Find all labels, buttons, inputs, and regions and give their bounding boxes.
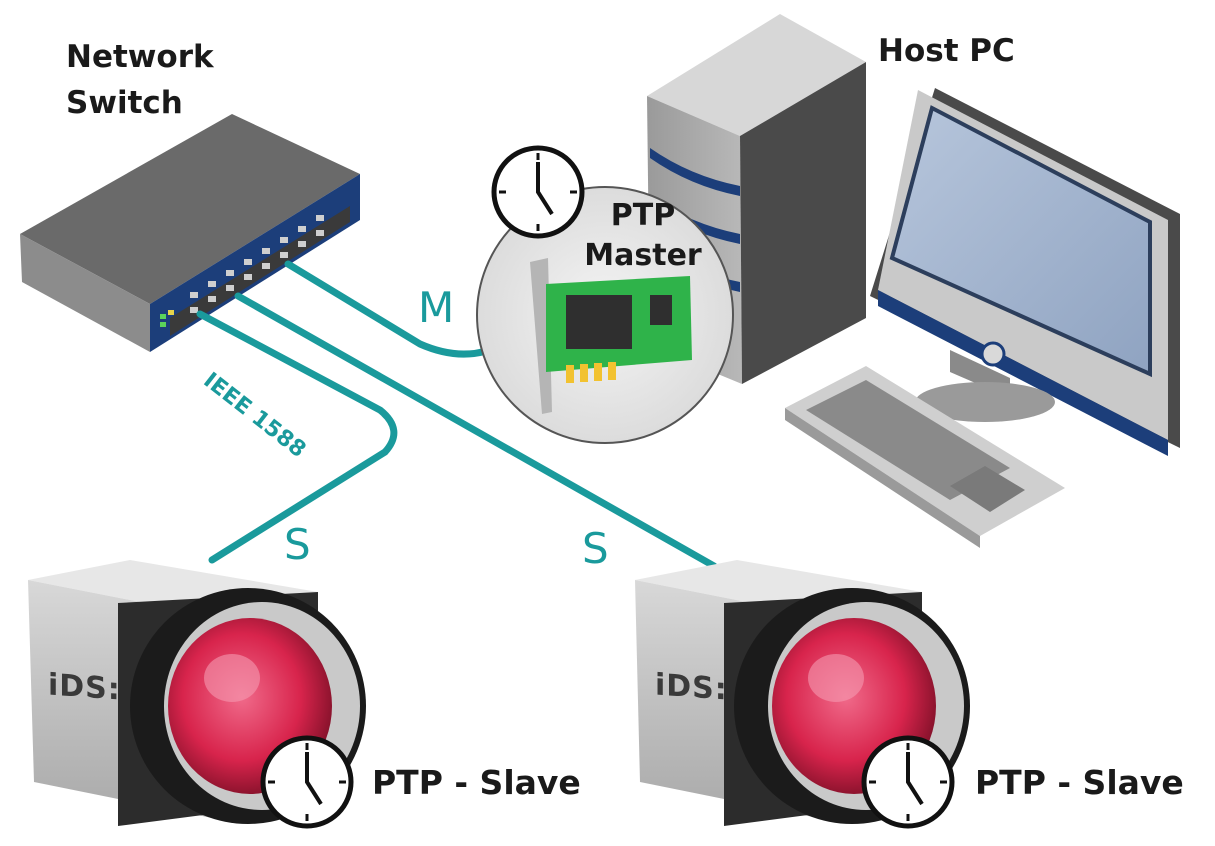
- master-link-label: M: [418, 283, 455, 332]
- network-switch-label-line2: Switch: [66, 85, 183, 121]
- clock-icon: [491, 145, 585, 239]
- clock-icon: [861, 735, 955, 829]
- network-switch-label-line1: Network: [66, 39, 214, 75]
- slave-link-label-right: S: [582, 524, 609, 573]
- ptp-slave-label-left: PTP - Slave: [372, 763, 581, 802]
- monitor-icon: [870, 88, 1180, 456]
- cable-slave-right: [234, 292, 718, 570]
- ptp-master-label: PTP Master: [563, 196, 723, 276]
- network-switch-label: Network Switch: [66, 34, 214, 126]
- network-switch-icon: [20, 114, 360, 352]
- ptp-master-label-line1: PTP: [610, 198, 676, 233]
- clock-icon: [260, 735, 354, 829]
- camera-brand-right: iDS:: [655, 667, 728, 708]
- ptp-master-label-line2: Master: [584, 238, 702, 273]
- host-pc-label: Host PC: [878, 33, 1015, 69]
- camera-brand-left: iDS:: [48, 667, 121, 708]
- cable-slave-left: [196, 310, 398, 564]
- ptp-master-zoom: [476, 186, 734, 444]
- slave-link-label-left: S: [284, 520, 311, 569]
- keyboard-icon: [785, 366, 1065, 548]
- camera-icon: [28, 560, 366, 826]
- network-card-icon: [530, 258, 692, 414]
- ptp-slave-label-right: PTP - Slave: [975, 763, 1184, 802]
